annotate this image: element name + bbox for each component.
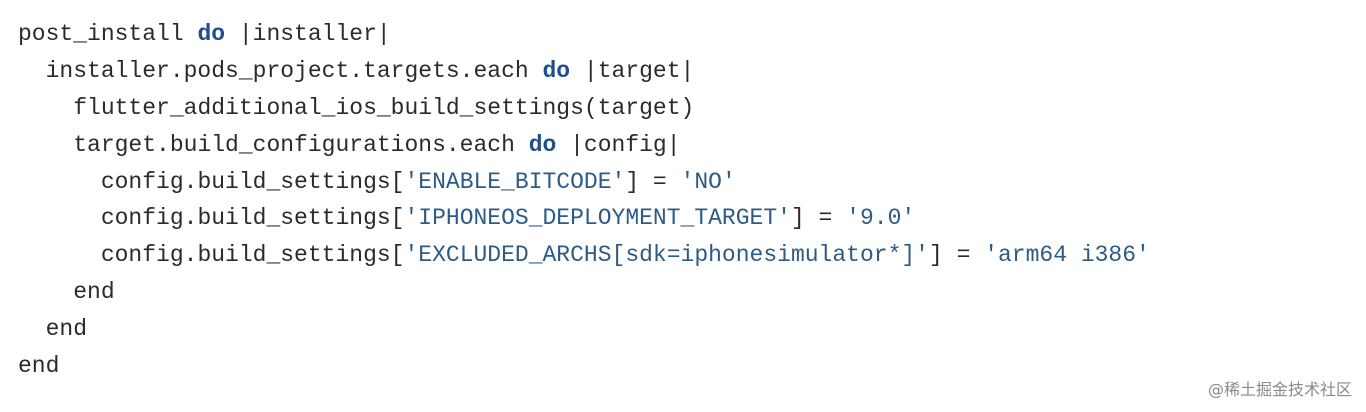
code-line: end xyxy=(18,311,1150,348)
code-string: 'EXCLUDED_ARCHS[sdk=iphonesimulator*]' xyxy=(404,242,929,269)
code-line: target.build_configurations.each do |con… xyxy=(18,127,1150,164)
code-text: ] = xyxy=(625,168,681,195)
code-text: post_install xyxy=(18,21,198,47)
code-string: 'arm64 i386' xyxy=(984,242,1150,269)
code-string: '9.0' xyxy=(846,205,916,232)
code-line: end xyxy=(18,348,1150,385)
code-text: ] = xyxy=(790,205,847,232)
code-text: end xyxy=(73,279,115,306)
code-keyword: do xyxy=(197,21,226,47)
code-keyword: do xyxy=(542,57,571,84)
code-text: |config| xyxy=(556,131,681,158)
code-block: post_install do |installer| installer.po… xyxy=(18,16,1150,385)
code-indent xyxy=(18,95,73,121)
code-indent xyxy=(18,169,101,195)
code-string: 'ENABLE_BITCODE' xyxy=(404,168,626,195)
code-line: config.build_settings['ENABLE_BITCODE'] … xyxy=(18,164,1150,201)
code-line: installer.pods_project.targets.each do |… xyxy=(18,53,1150,90)
code-indent xyxy=(18,279,73,305)
code-text: target.build_configurations.each xyxy=(73,131,529,158)
code-indent xyxy=(18,242,101,268)
code-line: post_install do |installer| xyxy=(18,16,1150,53)
code-line: config.build_settings['EXCLUDED_ARCHS[sd… xyxy=(18,237,1150,274)
code-text: |target| xyxy=(570,57,695,84)
code-text: config.build_settings[ xyxy=(100,168,405,195)
code-line: end xyxy=(18,274,1150,311)
code-text: |installer| xyxy=(225,21,391,47)
code-text: config.build_settings[ xyxy=(100,242,405,269)
code-string: 'NO' xyxy=(680,168,736,195)
code-indent xyxy=(18,58,46,84)
code-text: end xyxy=(45,316,88,343)
code-text: end xyxy=(18,353,60,380)
code-indent xyxy=(18,316,46,342)
code-text: flutter_additional_ios_build_settings(ta… xyxy=(73,94,695,121)
code-keyword: do xyxy=(528,131,557,158)
code-text: installer.pods_project.targets.each xyxy=(45,57,543,84)
code-text: config.build_settings[ xyxy=(100,205,405,232)
code-indent xyxy=(18,132,73,158)
code-text: ] = xyxy=(928,242,985,269)
code-string: 'IPHONEOS_DEPLOYMENT_TARGET' xyxy=(404,205,791,232)
code-line: config.build_settings['IPHONEOS_DEPLOYME… xyxy=(18,200,1150,237)
code-line: flutter_additional_ios_build_settings(ta… xyxy=(18,90,1150,127)
code-indent xyxy=(18,205,101,231)
watermark: @稀土掘金技术社区 xyxy=(1207,380,1352,399)
